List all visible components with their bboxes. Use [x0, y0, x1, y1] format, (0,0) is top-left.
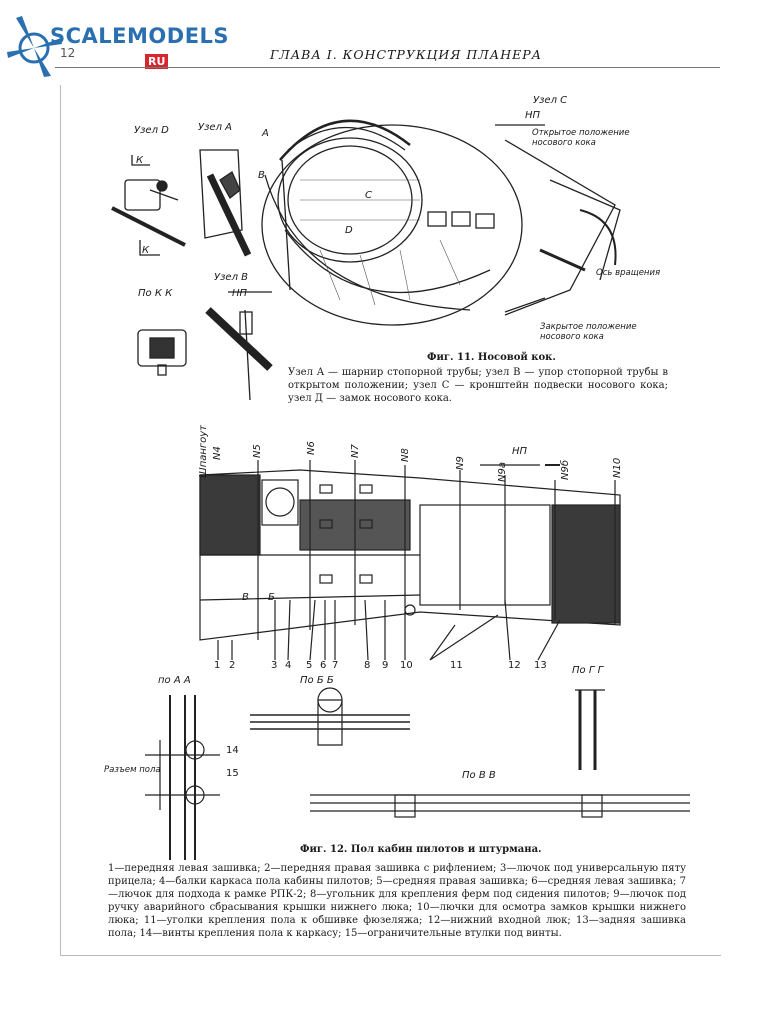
callout-number: 9: [382, 660, 389, 671]
fig12-frame-n5: N5: [252, 444, 263, 458]
fig12-frame-n7: N7: [350, 444, 361, 458]
fig12-frame-n9: N9: [455, 456, 466, 470]
fig11-label-closed-position: Закрытое положение носового кока: [540, 322, 637, 342]
fig11-label-a: А: [262, 128, 269, 139]
fig11-label-po-kk: По К К: [138, 288, 173, 299]
callout-number: 3: [271, 660, 278, 671]
label-floor-joint: Разъем пола: [104, 765, 161, 775]
fig12-frame-n4: N4: [212, 446, 223, 460]
section-label-aa: по А А: [158, 675, 191, 686]
fig12-label-frame: Шпангоут: [198, 424, 209, 478]
fig11-label-k-bottom: К: [142, 245, 150, 256]
fig11-label-node-d: Узел D: [134, 125, 169, 136]
section-label-bb: По Б Б: [300, 675, 334, 686]
callout-number: 10: [400, 660, 413, 671]
fig12-frame-n9a: N9а: [497, 462, 508, 482]
page-number: 12: [60, 46, 76, 60]
callout-number: 8: [364, 660, 371, 671]
fig11-label-k-top: К: [136, 155, 144, 166]
fig11-label-np-b: НП: [232, 288, 248, 299]
callout-14: 14: [226, 745, 239, 756]
propeller-logo-icon: [7, 16, 62, 77]
section-label-vv: По В В: [462, 770, 496, 781]
callout-15: 15: [226, 768, 239, 779]
callout-number: 6: [320, 660, 327, 671]
callout-number: 13: [534, 660, 547, 671]
fig12-label-b-left: Б: [268, 592, 275, 603]
fig11-label-c: С: [365, 190, 372, 201]
fig12-title: Фиг. 12. Пол кабин пилотов и штурмана.: [300, 844, 542, 855]
section-label-gg: По Г Г: [572, 665, 604, 676]
callout-number: 5: [306, 660, 313, 671]
fig11-label-d: D: [345, 225, 353, 236]
callout-number: 4: [285, 660, 292, 671]
fig11-label-node-c: Узел С: [533, 95, 568, 106]
fig11-label-open-position: Открытое положение носового кока: [532, 128, 630, 148]
callout-number: 2: [229, 660, 236, 671]
site-logo: [6, 8, 186, 78]
fig12-label-np: НП: [512, 446, 528, 457]
fig11-caption: Узел A — шарнир стопорной трубы; узел В …: [288, 367, 668, 404]
fig12-frame-n10: N10: [612, 457, 623, 478]
fig11-label-node-a: Узел А: [198, 122, 232, 133]
logo-text: SCALEMODELS: [50, 24, 230, 48]
callout-number: 12: [508, 660, 521, 671]
fig12-frame-n6: N6: [306, 441, 317, 455]
figure-frame: [60, 85, 721, 956]
header-rule: [55, 67, 720, 68]
running-title: ГЛАВА I. КОНСТРУКЦИЯ ПЛАНЕРА: [270, 47, 543, 62]
callout-number: 11: [450, 660, 463, 671]
logo-suffix: RU: [145, 54, 169, 69]
fig11-title: Фиг. 11. Носовой кок.: [427, 352, 556, 363]
callout-number: 1: [214, 660, 221, 671]
callout-number: 7: [332, 660, 339, 671]
fig11-label-axis: Ось вращения: [596, 268, 661, 278]
fig11-label-node-b: Узел В: [214, 272, 248, 283]
fig11-label-np-c: НП: [525, 110, 541, 121]
fig12-frame-n8: N8: [400, 448, 411, 462]
fig12-frame-n9b: N9б: [560, 459, 571, 480]
fig12-label-v-left: В: [242, 592, 249, 603]
fig12-caption: 1—передняя левая зашивка; 2—передняя пра…: [108, 863, 686, 939]
fig11-label-b: В: [258, 170, 265, 181]
